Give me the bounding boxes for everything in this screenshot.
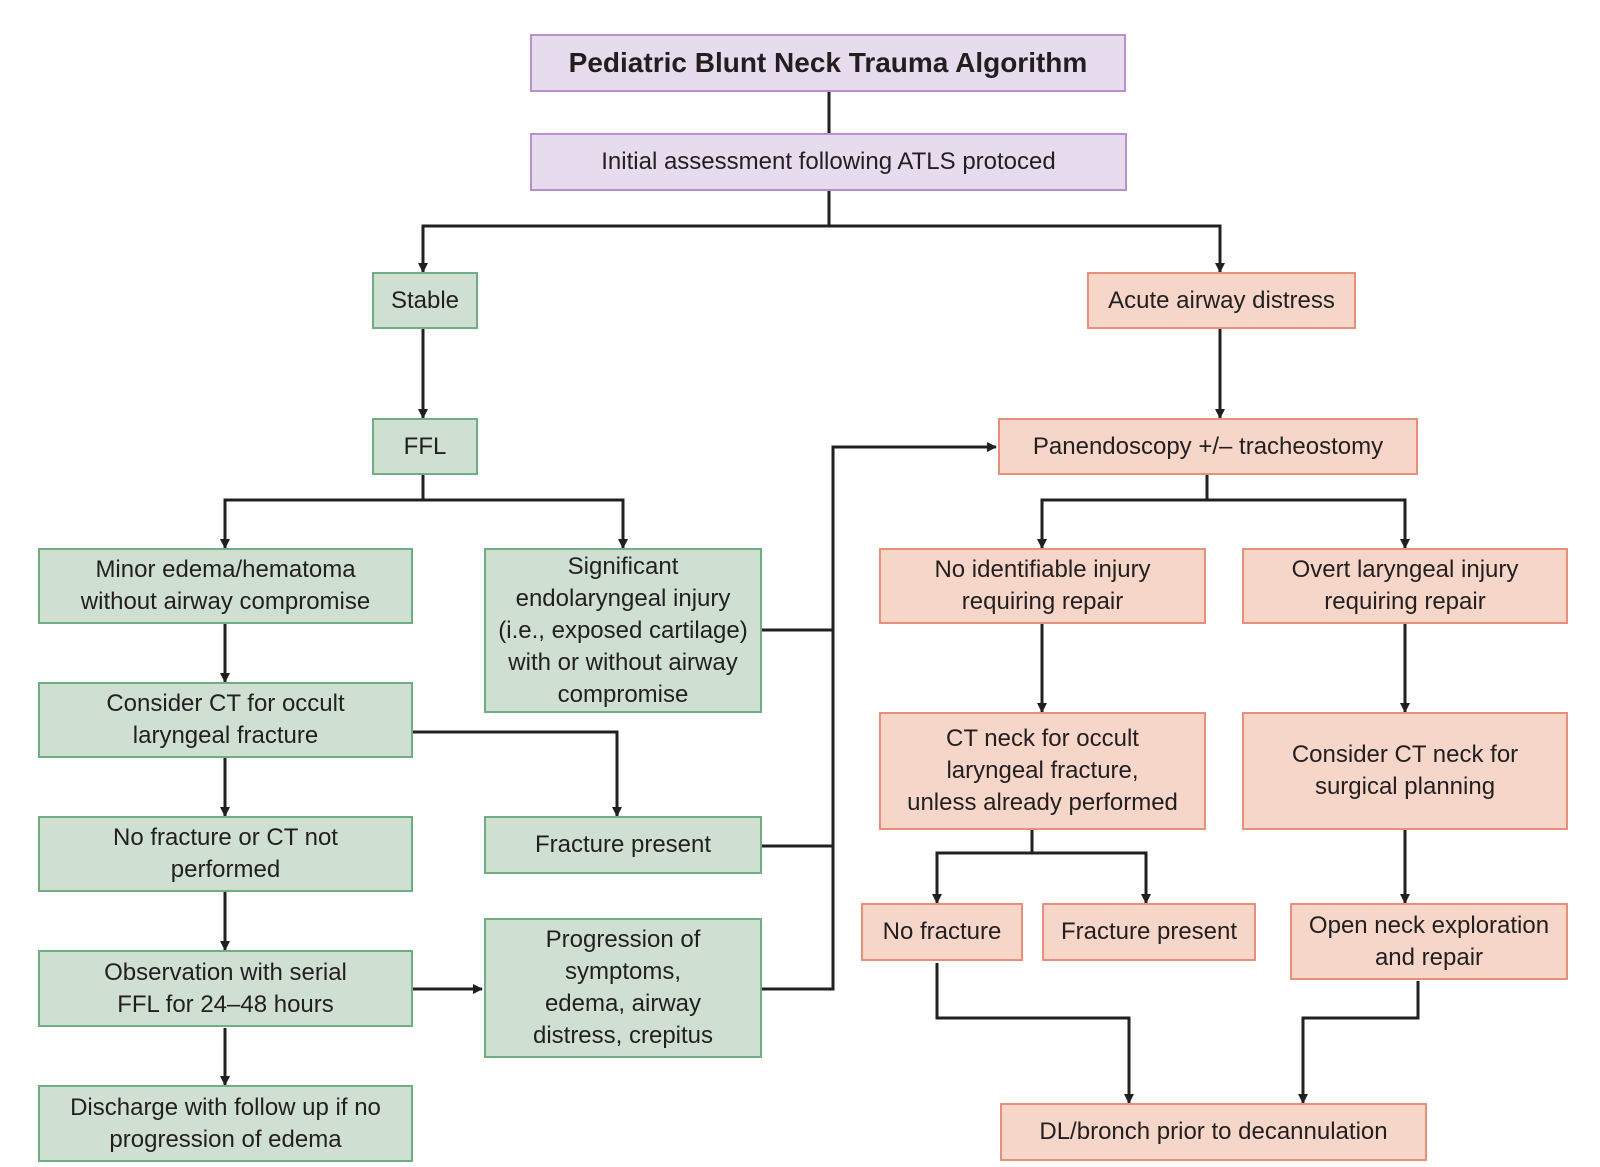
node-open-neck-exploration: Open neck exploration and repair <box>1290 903 1568 980</box>
connector-pan-noinjury <box>1037 475 1209 549</box>
node-significant-injury: Significant endolaryngeal injury (i.e., … <box>484 548 762 713</box>
connector-nofracture-dl <box>935 963 1134 1104</box>
connector-ctneck-fracture <box>1032 851 1151 904</box>
node-acute-airway-distress: Acute airway distress <box>1087 272 1356 329</box>
connector-openneck-dl <box>1298 981 1420 1104</box>
node-ffl: FFL <box>372 418 478 475</box>
node-no-fracture-or-ct: No fracture or CT not performed <box>38 816 413 892</box>
node-ct-neck-occult: CT neck for occult laryngeal fracture, u… <box>879 712 1206 830</box>
node-minor-edema: Minor edema/hematoma without airway comp… <box>38 548 413 624</box>
node-fracture-present-right: Fracture present <box>1042 903 1256 961</box>
node-progression: Progression of symptoms, edema, airway d… <box>484 918 762 1058</box>
node-panendoscopy: Panendoscopy +/– tracheostomy <box>998 418 1418 475</box>
connector-ffl-minor <box>220 475 425 549</box>
connector-initial-split <box>418 190 831 273</box>
node-stable: Stable <box>372 272 478 329</box>
connector-initial-acute <box>829 224 1225 273</box>
node-no-identifiable-injury: No identifiable injury requiring repair <box>879 548 1206 624</box>
node-initial-assessment: Initial assessment following ATLS protoc… <box>530 133 1127 191</box>
connector-progression-bus <box>761 442 997 991</box>
connector-considerct-fracture <box>412 730 622 817</box>
diagram-title: Pediatric Blunt Neck Trauma Algorithm <box>530 34 1126 92</box>
node-consider-ct: Consider CT for occult laryngeal fractur… <box>38 682 413 758</box>
node-overt-injury: Overt laryngeal injury requiring repair <box>1242 548 1568 624</box>
connector-ctneck-split <box>932 830 1034 904</box>
connector-ffl-significant <box>423 498 628 549</box>
node-consider-ct-neck: Consider CT neck for surgical planning <box>1242 712 1568 830</box>
connector-pan-overt <box>1207 498 1410 549</box>
node-no-fracture-right: No fracture <box>861 903 1023 961</box>
node-observation: Observation with serial FFL for 24–48 ho… <box>38 950 413 1027</box>
node-discharge: Discharge with follow up if no progressi… <box>38 1085 413 1162</box>
node-dl-bronch: DL/bronch prior to decannulation <box>1000 1103 1427 1161</box>
node-fracture-present-left: Fracture present <box>484 816 762 874</box>
